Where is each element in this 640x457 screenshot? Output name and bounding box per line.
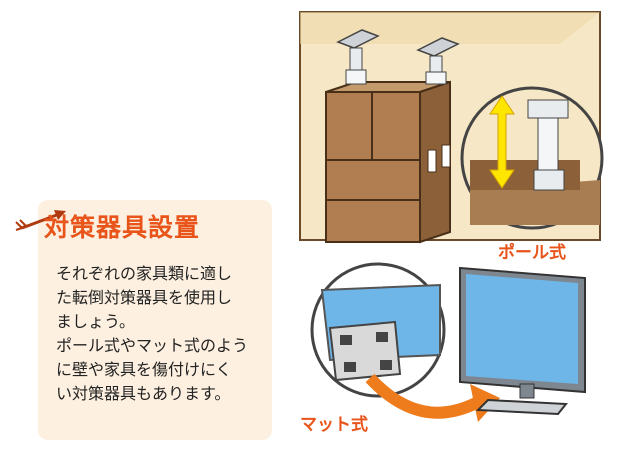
pole-label: ポール式 — [498, 243, 566, 263]
monitor-icon — [459, 266, 586, 416]
mat-detail — [310, 262, 446, 398]
arrow-icon — [15, 210, 66, 231]
mat-label: マット式 — [300, 415, 368, 435]
description-line: い対策器具もあります。 — [56, 384, 231, 403]
description-panel — [38, 200, 272, 440]
description-line: た転倒対策器具を使用し — [56, 288, 233, 307]
up-down-arrow-icon — [489, 95, 515, 189]
page-title: 対策器具設置 — [44, 213, 201, 242]
description-text: それぞれの家具類に適し た転倒対策器具を使用し ましょう。 ポール式やマット式の… — [56, 262, 266, 406]
description-line: ましょう。 — [56, 312, 136, 331]
pole-icon — [336, 29, 460, 85]
pole-detail — [460, 86, 604, 230]
description-line: に壁や家具を傷付けにく — [56, 360, 232, 379]
description-line: それぞれの家具類に適し — [56, 264, 233, 283]
description-line: ポール式やマット式のよう — [56, 336, 249, 355]
cabinet-icon — [325, 80, 451, 244]
